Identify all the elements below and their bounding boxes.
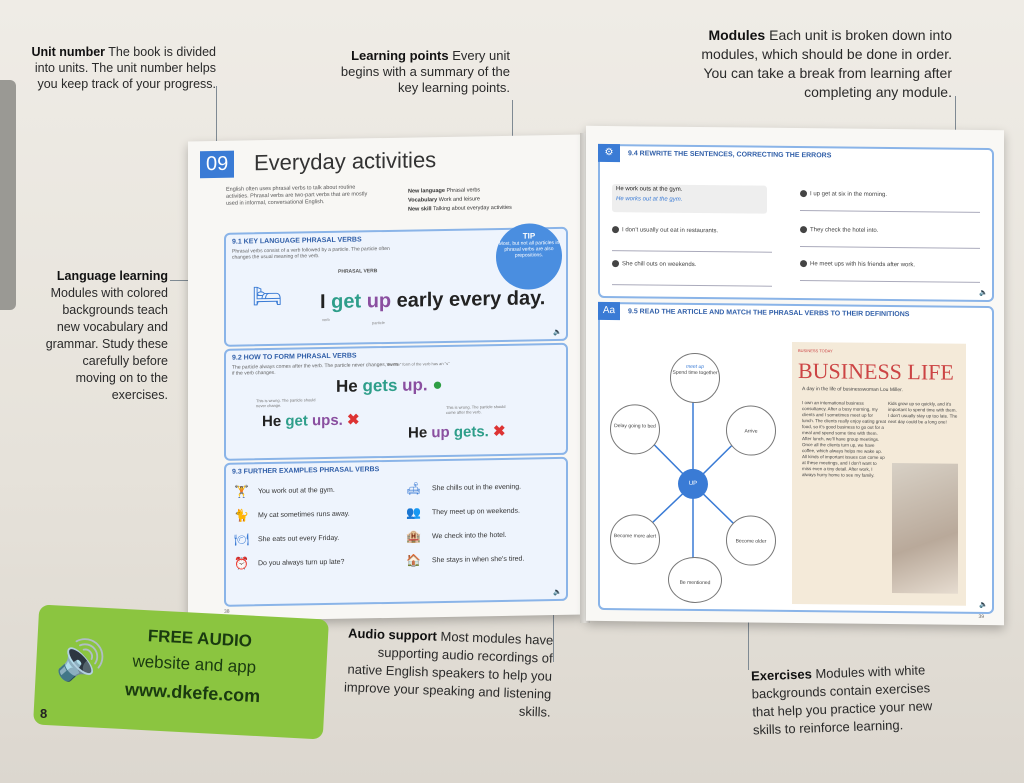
example-sentence: I get up early every day. <box>320 287 546 314</box>
callout-unit-number: Unit number The book is divided into uni… <box>31 45 216 91</box>
callout-language-learning: Language learning Modules with colored b… <box>45 269 168 402</box>
free-audio-badge[interactable]: 🔊 FREE AUDIO website and app www.dkefe.c… <box>33 604 329 740</box>
speaker-icon: 🔊 <box>55 637 108 685</box>
answer-line[interactable] <box>800 280 980 283</box>
module-read-article: Aa 9.5 READ THE ARTICLE AND MATCH THE PH… <box>598 301 994 615</box>
module-further-examples: 9.3 FURTHER EXAMPLES PHRASAL VERBS 🏋 You… <box>224 456 568 607</box>
audio-url-link[interactable]: www.dkefe.com <box>124 679 261 707</box>
hub-up: UP <box>678 468 708 500</box>
home-icon: 🏠 <box>406 553 421 568</box>
bed-icon: 🛏 <box>252 282 283 311</box>
module-key-language: 9.1 KEY LANGUAGE PHRASAL VERBS Phrasal v… <box>224 222 568 347</box>
people-icon: 👥 <box>406 505 421 520</box>
wrong-sentence-2: He up gets. ✖ <box>408 422 506 442</box>
definition-bubble[interactable]: Become older <box>726 515 776 566</box>
leader-line <box>748 580 749 670</box>
sofa-icon: 🛋 <box>406 481 422 496</box>
page-number: 8 <box>40 706 48 721</box>
open-book: 09 Everyday activities English often use… <box>188 125 1006 633</box>
answer-line[interactable] <box>800 246 980 249</box>
left-tab <box>0 80 16 310</box>
cat-icon: 🐈 <box>234 508 249 523</box>
unit-intro: English often uses phrasal verbs to talk… <box>226 184 368 207</box>
correct-sentence: He gets up. ● <box>336 375 443 396</box>
answer-line[interactable] <box>800 210 980 213</box>
leader-line <box>553 592 554 662</box>
article-photo <box>892 463 958 594</box>
speaker-icon[interactable]: 🔈 <box>979 289 988 298</box>
answer-line[interactable] <box>612 250 772 253</box>
speaker-icon[interactable]: 🔈 <box>979 601 988 610</box>
leader-line <box>216 86 217 148</box>
module-form-phrasal-verbs: 9.2 HOW TO FORM PHRASAL VERBS The partic… <box>224 342 568 461</box>
definition-bubble[interactable]: Delay going to bed <box>610 404 660 455</box>
gear-icon: ⚙ <box>598 143 620 163</box>
answer-line[interactable] <box>612 284 772 287</box>
learning-points: New language Phrasal verbs Vocabulary Wo… <box>408 187 512 213</box>
callout-audio-support: Audio support Most modules have supporti… <box>343 625 554 720</box>
hotel-icon: 🏨 <box>406 529 421 544</box>
definition-bubble[interactable]: Be mentioned <box>668 556 722 604</box>
module-rewrite-sentences: ⚙ 9.4 REWRITE THE SENTENCES, CORRECTING … <box>598 143 994 303</box>
definition-bubble[interactable]: Become more alert <box>610 514 660 565</box>
unit-number-badge: 09 <box>200 150 235 179</box>
book-spine <box>580 133 590 623</box>
person-icon: 🏋 <box>234 484 249 499</box>
callout-learning-points: Learning points Every unit begins with a… <box>340 48 510 95</box>
left-page: 09 Everyday activities English often use… <box>188 134 583 622</box>
callout-exercises: Exercises Modules with white backgrounds… <box>750 662 933 738</box>
dining-icon: 🍽 <box>234 532 250 547</box>
wrong-sentence-1: He get ups. ✖ <box>262 411 360 431</box>
example-answer: He work outs at the gym. He works out at… <box>612 184 767 214</box>
right-page: ⚙ 9.4 REWRITE THE SENTENCES, CORRECTING … <box>586 125 1004 626</box>
vocabulary-icon: Aa <box>598 301 620 321</box>
callout-modules: Modules Each unit is broken down into mo… <box>701 27 952 100</box>
speaker-icon[interactable]: 🔈 <box>553 588 562 597</box>
article-business-life: BUSINESS TODAY BUSINESS LIFE A day in th… <box>792 341 966 606</box>
clock-icon: ⏰ <box>234 556 249 571</box>
unit-title: Everyday activities <box>254 147 437 176</box>
speaker-icon[interactable]: 🔈 <box>553 328 562 337</box>
definition-bubble[interactable]: Arrive <box>726 405 776 456</box>
